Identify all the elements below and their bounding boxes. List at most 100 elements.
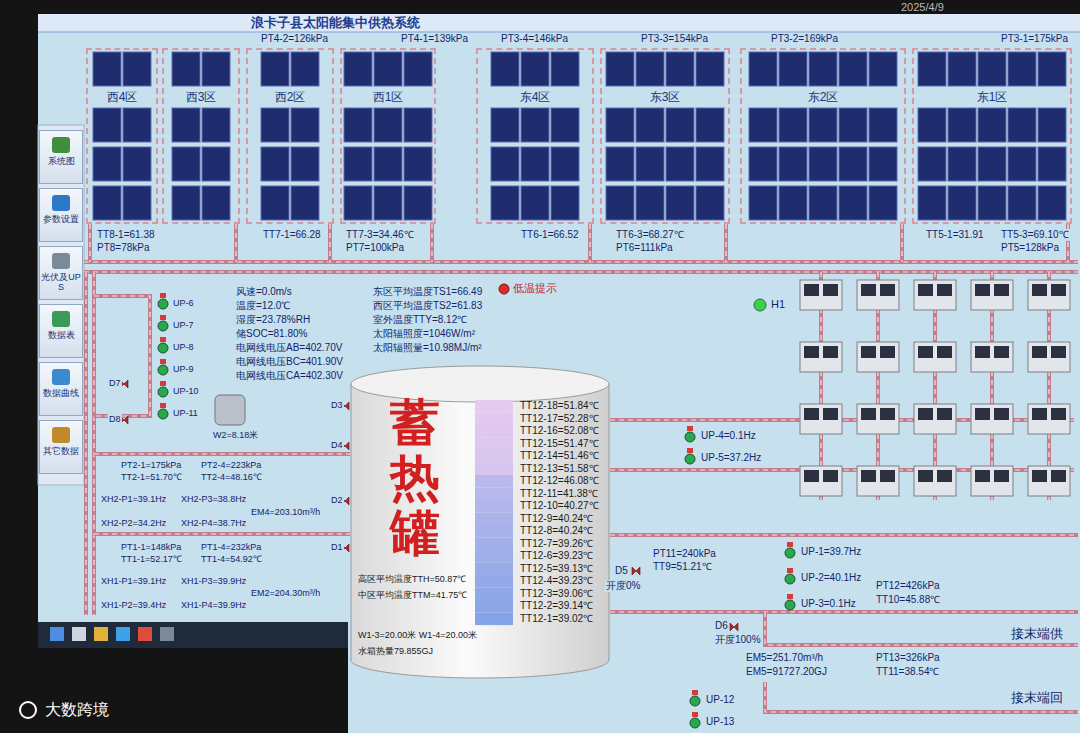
measurement-label: D5	[614, 565, 629, 577]
solar-zone: 东4区	[476, 48, 594, 224]
solar-panel	[374, 186, 402, 220]
solar-panel	[123, 147, 151, 181]
measurement-label: TT11=38.54℃	[875, 666, 940, 678]
heat-pump-fan	[1032, 470, 1047, 482]
heat-pump-fan	[975, 408, 990, 420]
measurement-label: 接末端回	[1010, 690, 1064, 706]
heat-pump-fan	[937, 408, 952, 420]
solar-panel	[551, 186, 579, 220]
solar-panel	[606, 186, 634, 220]
heat-pump-unit	[971, 280, 1013, 310]
measurement-label: 风速=0.0m/s	[235, 286, 293, 298]
tank-reading: W1-3=20.00米 W1-4=20.00米	[358, 630, 477, 641]
solar-panel	[344, 52, 372, 86]
solar-panel	[839, 52, 867, 86]
pipe	[765, 682, 1078, 712]
pipe-highlight	[725, 224, 726, 262]
temperature-bar	[475, 613, 513, 626]
pipe	[94, 452, 350, 456]
measurement-label: EM5=251.70m³/h	[745, 652, 824, 664]
solar-zone: 东2区	[740, 48, 906, 224]
pipe-highlight	[94, 296, 150, 416]
solar-panel	[404, 108, 432, 142]
measurement-label: 湿度=23.78%RH	[235, 314, 311, 326]
solar-panel	[696, 108, 724, 142]
heat-pump-unit	[1028, 404, 1070, 434]
pipe-highlight	[235, 224, 236, 262]
temperature-bar	[475, 463, 513, 476]
solar-zone: 西4区	[86, 48, 158, 224]
pipe-highlight	[610, 611, 1078, 612]
measurement-label: D6	[714, 620, 729, 632]
solar-panel	[749, 186, 777, 220]
temperature-reading: TT12-18=51.84℃	[520, 400, 599, 412]
measurement-label: UP-10	[172, 386, 200, 397]
measurement-label: UP-8	[172, 342, 195, 353]
tank-reading: 水箱热量79.855GJ	[358, 646, 433, 657]
menu-label: 数据表	[48, 331, 75, 341]
pump-symbol	[690, 718, 700, 728]
measurement-label: 东区平均温度TS1=66.49	[372, 286, 483, 298]
temperature-reading: TT12-17=52.28℃	[520, 413, 599, 425]
solar-panel	[551, 108, 579, 142]
measurement-label: XH1-P3=39.9Hz	[180, 576, 247, 587]
menu-label: 参数设置	[43, 215, 79, 225]
zone-name: 西3区	[184, 90, 219, 104]
pipe-highlight	[94, 453, 350, 454]
temperature-bar	[475, 475, 513, 488]
solar-zone: 东1区	[912, 48, 1072, 224]
date-stamp: 2025/4/9	[900, 1, 945, 14]
screen-background	[38, 14, 1080, 733]
measurement-label: PT2-1=175kPa	[120, 460, 182, 471]
heat-pump-unit	[800, 466, 842, 496]
solar-panel	[521, 186, 549, 220]
measurement-label: PT1-4=232kPa	[200, 542, 262, 553]
pump-symbol	[158, 409, 168, 419]
solar-panel	[261, 186, 289, 220]
measurement-label: TT6-3=68.27℃	[615, 229, 685, 241]
menu-label: 光伏及UPS	[41, 273, 81, 293]
measurement-label: TT7-1=66.28	[262, 229, 322, 241]
heat-pump-unit	[800, 404, 842, 434]
pump-symbol	[158, 321, 168, 331]
zone-name: 西4区	[105, 90, 140, 104]
solar-panel	[779, 147, 807, 181]
heat-pump-unit	[857, 404, 899, 434]
measurement-label: 太阳辐照量=10.98MJ/m²	[372, 342, 483, 354]
measurement-label: UP-3=0.1Hz	[800, 598, 857, 610]
measurement-label: UP-6	[172, 298, 195, 309]
taskbar-icon	[138, 627, 152, 641]
measurement-label: D1	[330, 542, 344, 553]
heat-pump-unit	[971, 404, 1013, 434]
measurement-label: TT6-1=66.52	[520, 229, 580, 241]
heat-pump-unit	[914, 280, 956, 310]
solar-panel	[948, 108, 976, 142]
pump-symbol	[785, 600, 795, 610]
solar-panel	[1038, 186, 1066, 220]
tank-top	[351, 366, 609, 402]
menu-button: 系统图	[39, 130, 83, 184]
temperature-bar	[475, 413, 513, 426]
solar-panel	[344, 186, 372, 220]
measurement-label: 温度=12.0℃	[235, 300, 291, 312]
pipe	[724, 224, 728, 262]
pipe-highlight	[431, 224, 432, 262]
menu-icon-shape	[52, 253, 70, 269]
pipe	[94, 296, 150, 416]
solar-panel	[291, 52, 319, 86]
measurement-label: XH1-P2=39.4Hz	[100, 600, 167, 611]
measurement-label: UP-7	[172, 320, 195, 331]
solar-panel	[948, 186, 976, 220]
taskbar-icon	[50, 627, 64, 641]
tank-edge	[609, 384, 610, 660]
heat-pump-fan	[861, 284, 876, 296]
solar-panel	[202, 147, 230, 181]
menu-label: 其它数据	[43, 447, 79, 457]
measurement-label: PT5=128kPa	[1000, 242, 1060, 254]
solar-panel	[779, 108, 807, 142]
solar-panel	[291, 108, 319, 142]
solar-panel	[978, 108, 1006, 142]
measurement-label: XH1-P4=39.9Hz	[180, 600, 247, 611]
heat-pump-unit	[914, 466, 956, 496]
measurement-label: PT4-2=126kPa	[260, 33, 329, 45]
